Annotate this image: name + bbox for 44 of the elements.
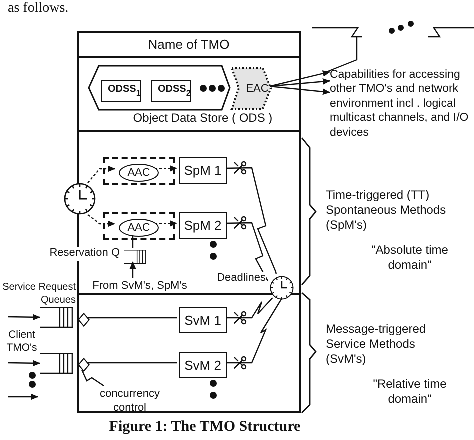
dotted-arrow: [88, 214, 116, 228]
queue-icon: [40, 353, 73, 374]
aac-ellipse: AAC: [119, 219, 159, 237]
caption-text: Object Data Store ( ODS ): [132, 111, 274, 126]
method-box: SvM 2: [179, 352, 227, 378]
dotted-arrow: [154, 220, 178, 227]
connector-line: [81, 370, 104, 386]
clock-icon: [64, 183, 96, 215]
clock-icon: [270, 276, 294, 300]
diamond-icon: [78, 358, 90, 372]
client-label: Client TMO's: [6, 329, 38, 356]
arrow: [270, 86, 330, 96]
method-box: SvM 1: [179, 307, 227, 333]
title-text: Name of TMO: [147, 37, 231, 52]
note-text: concurrency control: [90, 388, 170, 414]
arrow: [130, 262, 136, 278]
description-text: Capabilities for accessing other TMO's and network environment incl . logical multicast channels, and I/O devices: [330, 68, 474, 150]
description-text: Time-triggered (TT) Spontaneous Methods (SpM's): [326, 188, 448, 233]
queue-icon: [124, 250, 146, 264]
dotted-arrow: [88, 166, 116, 184]
text-fragment: as follows.: [8, 0, 70, 18]
connector-line: [88, 362, 177, 364]
dashed-box: [103, 157, 175, 185]
arrow: [8, 314, 40, 321]
arrow: [270, 70, 330, 88]
note-text: From SvM's, SpM's: [90, 280, 190, 294]
method-box: SpM 1: [179, 157, 227, 184]
queue-icon: [40, 307, 73, 328]
arrow: [8, 360, 40, 367]
connector-line: [225, 298, 274, 319]
caption: Figure 1: The TMO Structure: [108, 419, 302, 436]
dashed-box: [103, 212, 175, 240]
note-text: "Absolute time domain": [370, 243, 450, 273]
method-box: SpM 2: [179, 212, 227, 239]
note-text: "Relative time domain": [372, 377, 448, 407]
description-text: Message-triggered Service Methods (SvM's): [326, 322, 428, 367]
dotted-arrow: [154, 165, 178, 172]
aac-ellipse: AAC: [119, 164, 159, 182]
store-hexagon: [87, 65, 231, 111]
connector-line: [88, 317, 177, 319]
diamond-icon: [78, 313, 90, 327]
queue-label: Service Request Queues: [2, 282, 76, 307]
eac-hexagon: EAC: [231, 67, 272, 110]
connector-line: [225, 298, 283, 364]
